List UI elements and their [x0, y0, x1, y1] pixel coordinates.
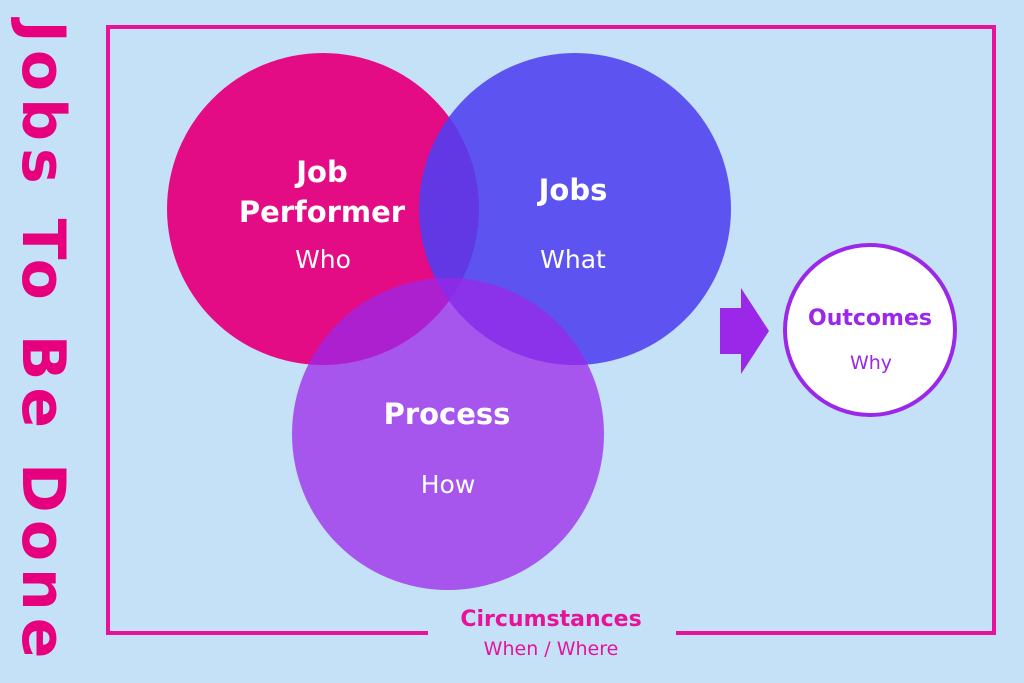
- circumstances-frame: [106, 25, 996, 635]
- outcomes-title: Outcomes: [808, 306, 932, 331]
- job-performer-subtitle: Who: [295, 245, 351, 274]
- venn-group: [167, 53, 731, 590]
- outcomes-subtitle: Why: [850, 352, 892, 374]
- process-circle: [292, 278, 604, 590]
- job-performer-title-line2: Performer: [239, 195, 406, 229]
- jobs-title: Jobs: [537, 173, 608, 207]
- process-subtitle: How: [421, 470, 476, 499]
- job-performer-title-line1: Job: [294, 155, 347, 189]
- process-title: Process: [384, 397, 511, 431]
- circumstances-subtitle: When / Where: [484, 638, 619, 660]
- circumstances-title: Circumstances: [460, 607, 641, 632]
- arrow-right-icon: [720, 288, 769, 374]
- jobs-subtitle: What: [540, 245, 606, 274]
- outcomes-circle: [783, 243, 957, 417]
